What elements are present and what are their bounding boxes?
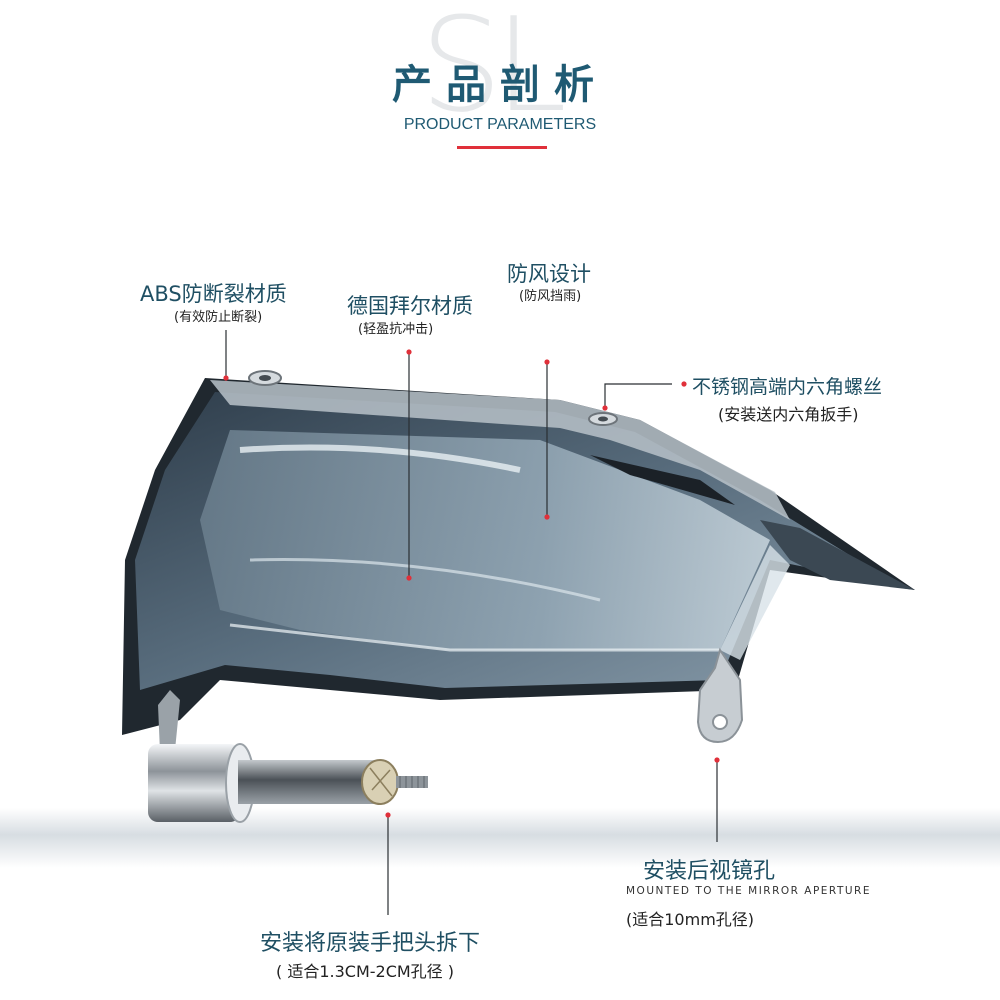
callout-screw-label: 不锈钢高端内六角螺丝 bbox=[692, 376, 883, 398]
highlight-mid bbox=[249, 558, 601, 602]
callout-lines bbox=[225, 330, 718, 915]
shell-inner-panel bbox=[200, 430, 770, 650]
bar-end-rod bbox=[238, 760, 378, 804]
callout-abs-note: (有效防止断裂) bbox=[174, 310, 263, 325]
callout-handle-label: 安装将原装手把头拆下 bbox=[260, 931, 481, 956]
page-title: 产品剖析 bbox=[392, 62, 608, 108]
callout-mirror-label: 安装后视镜孔 bbox=[643, 859, 776, 884]
callout-bayer-label: 德国拜尔材质 bbox=[347, 294, 473, 318]
page-subtitle: PRODUCT PARAMETERS bbox=[403, 116, 597, 133]
shell-top-strip bbox=[590, 455, 735, 505]
highlight-bottom bbox=[229, 623, 720, 652]
watermark-logo: SL bbox=[420, 0, 567, 141]
bracket bbox=[158, 690, 180, 752]
callout-abs-label: ABS防断裂材质 bbox=[140, 282, 287, 306]
callout-mirror-note-en: MOUNTED TO THE MIRROR APERTURE bbox=[626, 885, 871, 897]
title-underline bbox=[457, 146, 547, 149]
callout-handle-note: ( 适合1.3CM-2CM孔径 ) bbox=[276, 962, 455, 981]
callout-screw-note: (安装送内六角扳手) bbox=[718, 405, 859, 424]
highlight-top bbox=[239, 444, 521, 473]
callout-dots bbox=[223, 349, 720, 818]
callout-wind-note: (防风挡雨) bbox=[519, 289, 582, 304]
shell-wing bbox=[760, 520, 915, 590]
shell-wing-light bbox=[720, 545, 790, 660]
shell-top-rim bbox=[210, 380, 790, 520]
callout-mirror-note: (适合10mm孔径) bbox=[626, 910, 755, 929]
mirror-tab bbox=[696, 647, 744, 744]
bar-end-weight bbox=[148, 744, 240, 822]
callout-wind-label: 防风设计 bbox=[507, 262, 591, 286]
callout-bayer-note: (轻盈抗冲击) bbox=[358, 322, 434, 337]
